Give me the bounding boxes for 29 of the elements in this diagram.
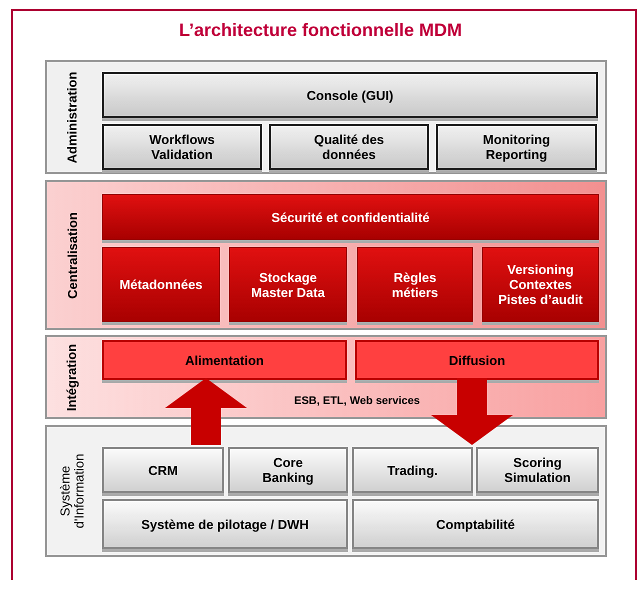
layer-label: Intégration	[64, 343, 80, 411]
layer-label: Système d'Information	[58, 454, 86, 528]
component-box: Monitoring Reporting	[436, 124, 597, 170]
component-box: Workflows Validation	[102, 124, 262, 170]
layer-note: ESB, ETL, Web services	[293, 395, 421, 407]
component-box: Diffusion	[355, 340, 599, 380]
component-box: Alimentation	[102, 340, 347, 380]
component-box: Métadonnées	[102, 247, 220, 322]
block-arrow	[165, 378, 247, 445]
component-box: Sécurité et confidentialité	[102, 194, 599, 240]
component-box: Trading.	[352, 447, 473, 493]
component-box: Stockage Master Data	[229, 247, 347, 322]
component-box: CRM	[102, 447, 224, 493]
component-box: Core Banking	[228, 447, 348, 493]
component-box: Comptabilité	[352, 499, 599, 549]
layer-band	[45, 60, 607, 174]
component-box: Scoring Simulation	[476, 447, 599, 493]
component-box: Console (GUI)	[102, 72, 598, 118]
layer-band	[45, 335, 607, 419]
layer-band	[45, 425, 607, 557]
layer-band	[45, 180, 607, 330]
layer-label: Centralisation	[64, 212, 80, 298]
diagram-title: L’architecture fonctionnelle MDM	[178, 20, 464, 41]
layer-label: Administration	[64, 71, 80, 163]
component-box: Règles métiers	[357, 247, 473, 322]
component-box: Versioning Contextes Pistes d’audit	[482, 247, 599, 322]
component-box: Système de pilotage / DWH	[102, 499, 348, 549]
component-box: Qualité des données	[269, 124, 429, 170]
block-arrow	[431, 378, 513, 445]
